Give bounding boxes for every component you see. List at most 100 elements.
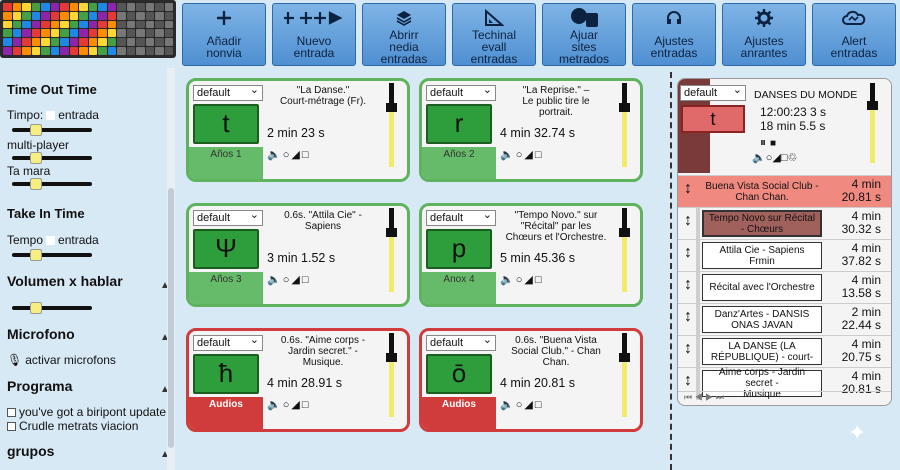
- multi-player-slider[interactable]: [12, 152, 92, 164]
- drag-handle-icon[interactable]: ↕: [684, 276, 692, 293]
- hotkey-button[interactable]: p: [426, 229, 492, 269]
- new-entry-button[interactable]: Nuevo entrada: [272, 3, 356, 66]
- playlist-item[interactable]: ↕ Danz'Artes - DANSIS ONAS JAVAN 2 min 2…: [678, 303, 891, 336]
- preset-select[interactable]: default: [193, 83, 263, 101]
- stop-icon[interactable]: ■: [770, 138, 777, 149]
- speaker-icon[interactable]: 🔈: [752, 152, 766, 164]
- stop-icon[interactable]: □: [534, 148, 542, 161]
- drag-handle-icon[interactable]: ↕: [684, 244, 692, 261]
- volume-knob[interactable]: [386, 353, 397, 362]
- drag-handle-icon[interactable]: ↕: [684, 180, 692, 197]
- tempo-slider[interactable]: [12, 249, 92, 261]
- preset-select[interactable]: default: [426, 83, 496, 101]
- stop-icon[interactable]: □: [301, 273, 309, 286]
- tiempo-slider[interactable]: [12, 124, 92, 136]
- collapse-icon[interactable]: ▲: [160, 332, 170, 343]
- player-tile[interactable]: default r Años 2 "La Reprise." – Le publ…: [419, 78, 643, 182]
- hotkey-button[interactable]: Ψ: [193, 229, 259, 269]
- slider-knob[interactable]: [30, 152, 42, 164]
- collapse-icon[interactable]: ▲: [160, 280, 170, 291]
- volume-knob[interactable]: [867, 101, 878, 110]
- scrollbar-thumb[interactable]: [168, 188, 174, 448]
- slider-knob[interactable]: [30, 124, 42, 136]
- stop-icon[interactable]: □: [534, 398, 542, 411]
- fade-icon[interactable]: ◢: [291, 274, 300, 286]
- speaker-icon[interactable]: 🔈: [267, 149, 281, 161]
- collapse-icon[interactable]: ▲: [160, 449, 170, 460]
- loop-icon[interactable]: ○: [282, 148, 290, 161]
- panel-hotkey-button[interactable]: t: [681, 105, 745, 133]
- volume-slider[interactable]: [386, 333, 397, 417]
- speaker-icon[interactable]: 🔈: [267, 274, 281, 286]
- volume-slider[interactable]: [619, 83, 630, 167]
- volume-knob[interactable]: [619, 353, 630, 362]
- volumen-slider[interactable]: [12, 302, 92, 314]
- loop-icon[interactable]: ○: [765, 152, 773, 164]
- slider-knob[interactable]: [30, 302, 42, 314]
- stop-icon[interactable]: □: [301, 398, 309, 411]
- adjust-sites-button[interactable]: Ajuar sites metrados: [542, 3, 626, 66]
- hotkey-button[interactable]: t: [193, 104, 259, 144]
- preset-select[interactable]: default: [426, 333, 496, 351]
- fade-icon[interactable]: ◢: [524, 274, 533, 286]
- player-tile[interactable]: default p Anox 4 "Tempo Novo." sur "Réci…: [419, 203, 643, 307]
- playlist-item[interactable]: ↕ LA DANSE (LA RÉPUBLIQUE) - court- 4 mi…: [678, 335, 891, 368]
- fade-icon[interactable]: ◢: [291, 399, 300, 411]
- volume-slider[interactable]: [619, 208, 630, 292]
- adjust-entries-button[interactable]: Ajustes entradas: [632, 3, 716, 66]
- volume-knob[interactable]: [619, 228, 630, 237]
- alert-entries-button[interactable]: Alert entradas: [812, 3, 896, 66]
- volume-slider[interactable]: [386, 208, 397, 292]
- activar-microfons-item[interactable]: 🎙 activar microfons: [7, 353, 116, 367]
- panel-volume-slider[interactable]: [867, 83, 878, 163]
- program-item-2[interactable]: Crudle metrats viacion: [7, 419, 138, 433]
- program-item-1[interactable]: you've got a biripont update: [7, 405, 166, 419]
- loop-icon[interactable]: ○: [515, 398, 523, 411]
- adjust-others-button[interactable]: Ajustes anrantes: [722, 3, 806, 66]
- recycle-icon[interactable]: ♲: [787, 152, 798, 164]
- last-icon[interactable]: ⏭: [715, 392, 724, 402]
- open-media-button[interactable]: Abrirr nedia entradas: [362, 3, 446, 66]
- speaker-icon[interactable]: 🔈: [500, 274, 514, 286]
- tiempo-input[interactable]: [46, 110, 56, 120]
- add-news-button[interactable]: Añadir nonvia: [182, 3, 266, 66]
- preset-select[interactable]: default: [426, 208, 496, 226]
- drag-handle-icon[interactable]: ↕: [684, 372, 692, 389]
- playlist-item[interactable]: ↕ Attila Cie - Sapiens Frmin 4 min 37.82…: [678, 239, 891, 272]
- playlist-item[interactable]: ↕ Buena Vista Social Club - Chan Chan. 4…: [678, 175, 891, 207]
- playlist-nav[interactable]: ⏮ ◀ ▶ ⏭: [678, 391, 891, 405]
- preset-select[interactable]: default: [193, 333, 263, 351]
- next-icon[interactable]: ▶: [705, 392, 714, 402]
- player-tile[interactable]: default t Años 1 "La Danse." Court-métra…: [186, 78, 410, 182]
- playlist-item[interactable]: ↕ Récital avec l'Orchestre 4 min 13.58 s: [678, 271, 891, 304]
- tempo-input[interactable]: [46, 235, 56, 245]
- player-tile[interactable]: default ō Audios 0.6s. "Buena Vista Soci…: [419, 328, 643, 432]
- pause-icon[interactable]: ⏸: [760, 135, 767, 149]
- stop-icon[interactable]: □: [780, 152, 788, 164]
- volume-slider[interactable]: [386, 83, 397, 167]
- sidebar-scrollbar[interactable]: [167, 68, 175, 470]
- loop-icon[interactable]: ○: [515, 148, 523, 161]
- volume-knob[interactable]: [386, 103, 397, 112]
- hotkey-button[interactable]: ō: [426, 354, 492, 394]
- slider-knob[interactable]: [30, 249, 42, 261]
- slider-knob[interactable]: [30, 178, 42, 190]
- stop-icon[interactable]: □: [534, 273, 542, 286]
- hotkey-button[interactable]: ħ: [193, 354, 259, 394]
- panel-preset-select[interactable]: default: [680, 83, 746, 101]
- fade-icon[interactable]: ◢: [524, 399, 533, 411]
- speaker-icon[interactable]: 🔈: [267, 399, 281, 411]
- drag-handle-icon[interactable]: ↕: [684, 340, 692, 357]
- pause-stop-controls[interactable]: ⏸■: [760, 135, 776, 150]
- playlist-item[interactable]: ↕ Tempo Novo sur Récital - Chœurs 4 min …: [678, 207, 891, 240]
- fade-icon[interactable]: ◢: [291, 149, 300, 161]
- ta-mara-slider[interactable]: [12, 178, 92, 190]
- playlist-item[interactable]: ↕ Aime corps - Jardin secret - Musique 4…: [678, 367, 891, 400]
- fade-icon[interactable]: ◢: [772, 152, 781, 164]
- player-tile[interactable]: default ħ Audios 0.6s. "Aime corps - Jar…: [186, 328, 410, 432]
- first-icon[interactable]: ⏮: [684, 392, 693, 402]
- loop-icon[interactable]: ○: [282, 273, 290, 286]
- drag-handle-icon[interactable]: ↕: [684, 308, 692, 325]
- checkbox[interactable]: [7, 407, 16, 417]
- hotkey-button[interactable]: r: [426, 104, 492, 144]
